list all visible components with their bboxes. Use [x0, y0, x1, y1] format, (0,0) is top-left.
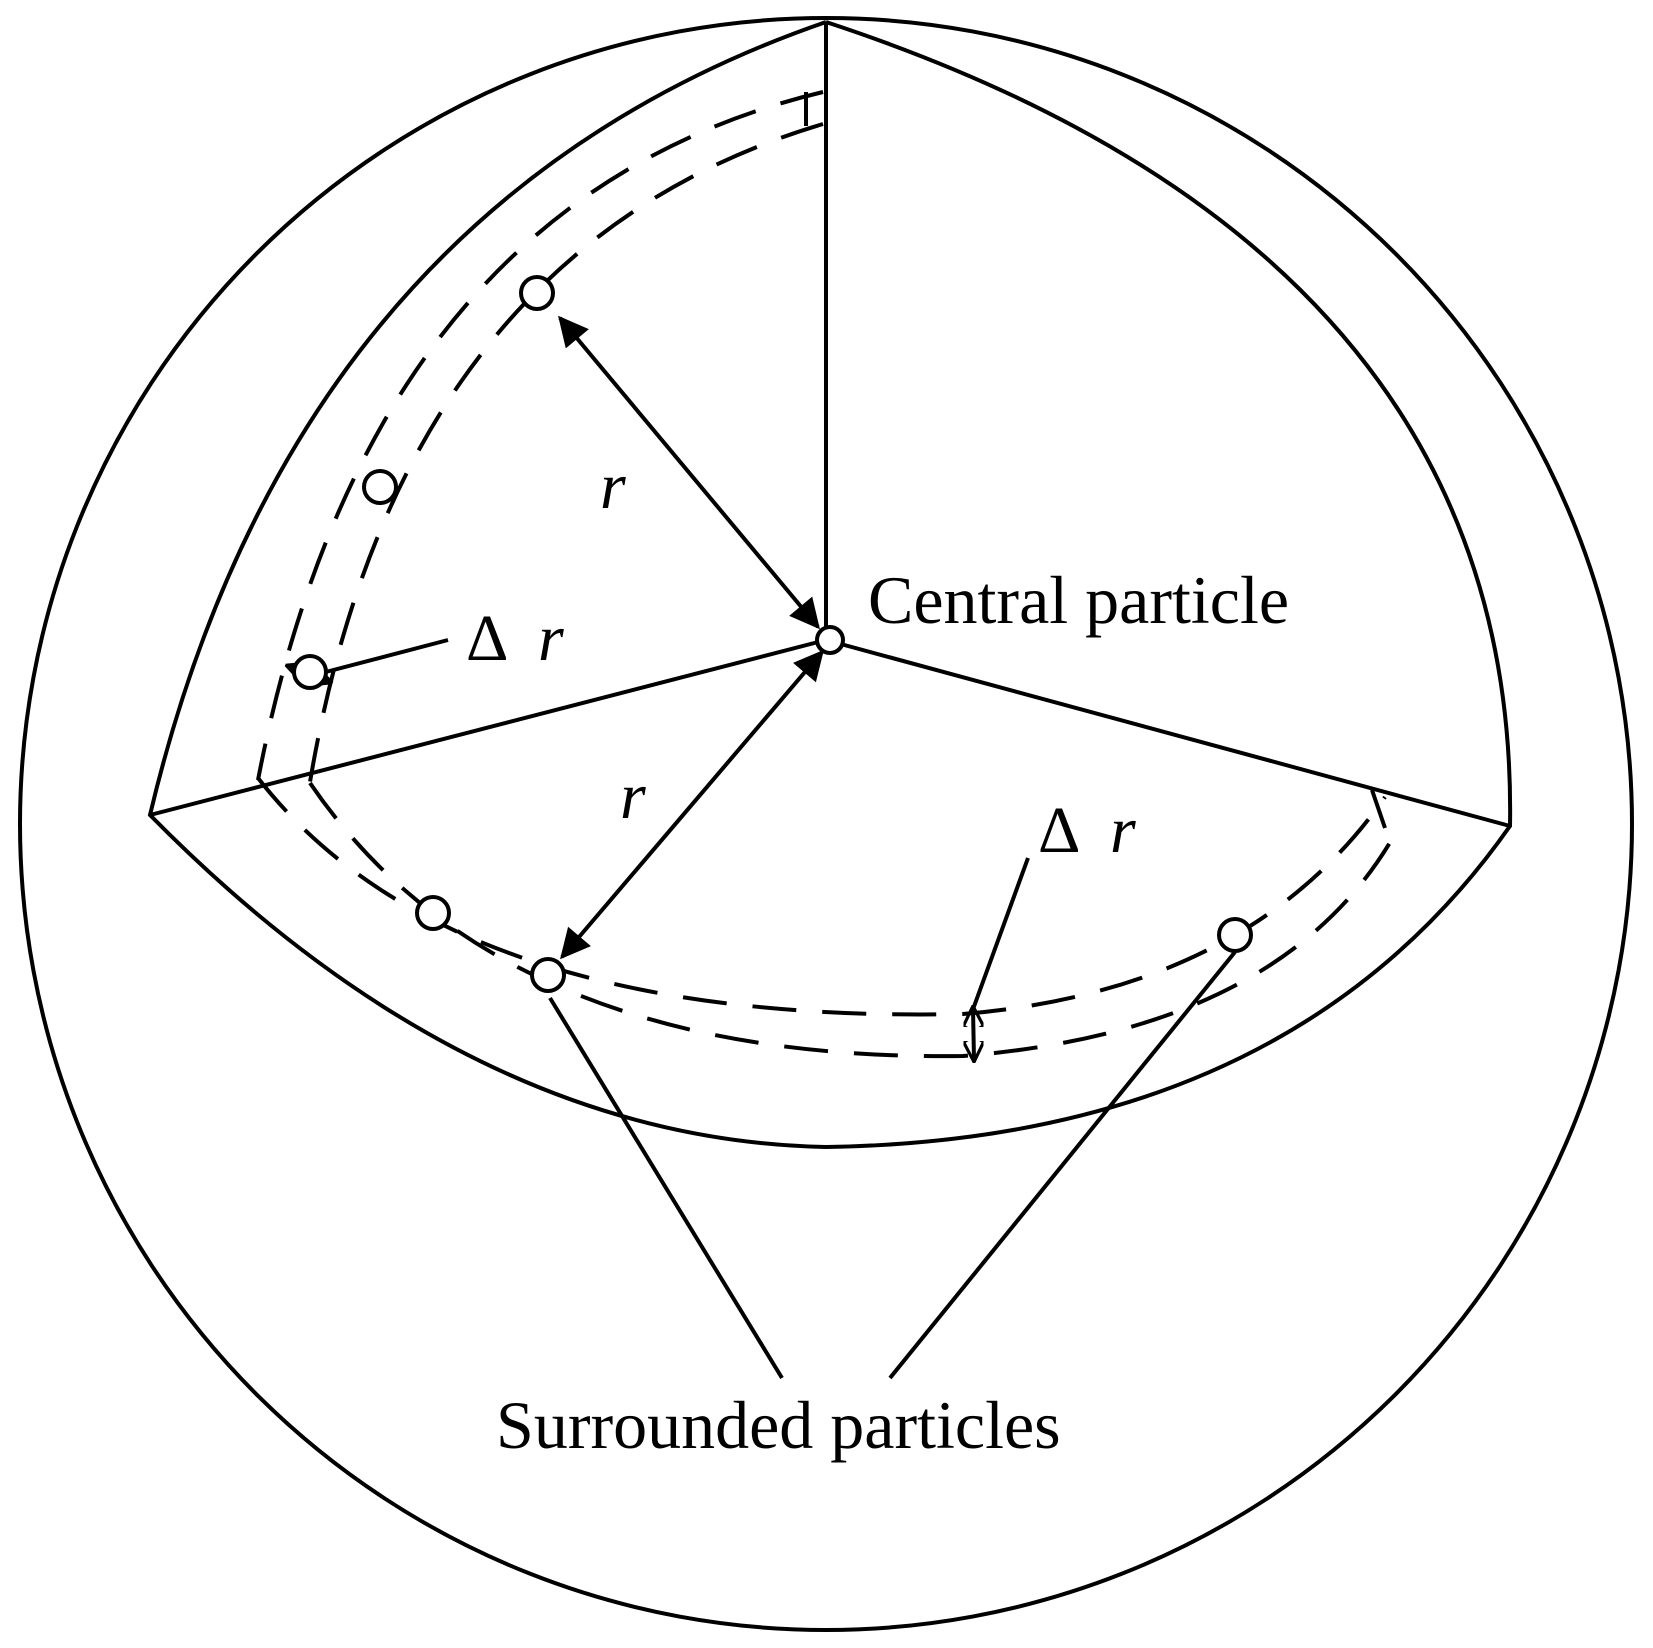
surrounded-particle [1217, 917, 1253, 953]
surrounded-particle [362, 469, 398, 505]
radius-label-upper: r [600, 450, 626, 523]
leader-surrounded-right [888, 950, 1237, 1380]
shell-outer-upper [308, 122, 824, 783]
delta-r-label-right-r: r [1110, 794, 1136, 867]
outer-sphere [18, 16, 1634, 1632]
delta-r-leader-right [970, 857, 1030, 1013]
delta-r-arrow-right [973, 1008, 974, 1060]
shell-inner-lower [256, 776, 1387, 1017]
shell-tick-right [1370, 789, 1387, 829]
sector-outline [147, 20, 1513, 1150]
shell-inner-upper [256, 90, 824, 781]
central-particle-label: Central particle [868, 562, 1289, 638]
radius-arrow-upper [558, 315, 820, 630]
sector-edge-right [825, 638, 1511, 828]
radius-label-lower: r [620, 760, 646, 833]
surrounded-particle [530, 957, 566, 993]
central-particle [815, 625, 845, 655]
radius-arrow-lower [560, 649, 824, 960]
delta-r-leader-left [317, 638, 449, 676]
delta-r-label-left-delta: Δ [466, 602, 508, 675]
delta-r-label-left-r: r [538, 602, 564, 675]
leader-surrounded-left [548, 996, 784, 1380]
surrounded-particles-label: Surrounded particles [496, 1387, 1061, 1463]
shell-outer-lower [308, 781, 1402, 1059]
surrounded-particle [292, 654, 328, 690]
delta-r-label-right-delta: Δ [1038, 794, 1080, 867]
surrounded-particle [415, 895, 451, 931]
surrounded-particle [519, 275, 555, 311]
